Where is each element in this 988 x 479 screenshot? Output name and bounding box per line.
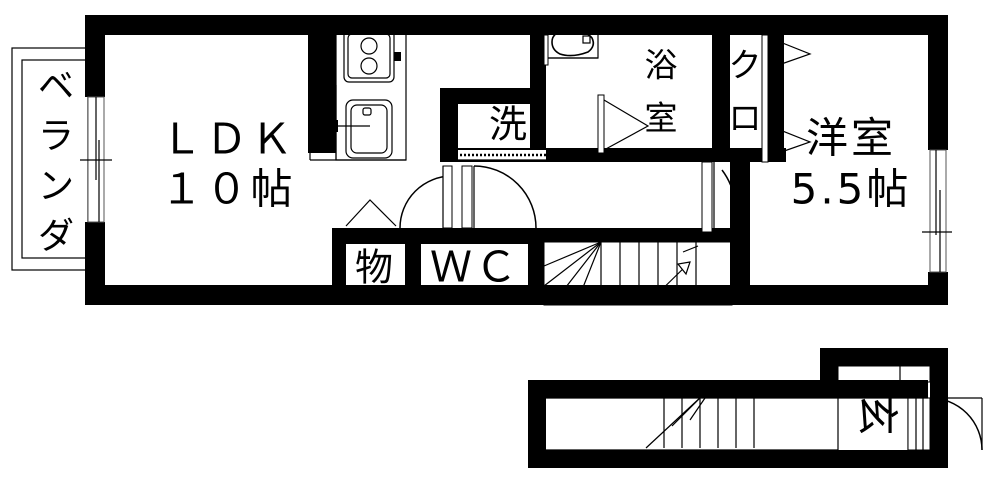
stairs-lower-icon <box>546 395 928 451</box>
veranda-sliding-door <box>80 96 112 223</box>
washroom-label: 洗 <box>489 103 529 147</box>
ldk-entry-door <box>461 165 537 229</box>
bathroom-label-1: 浴 <box>645 46 678 85</box>
bathtub-icon <box>543 27 599 66</box>
washroom-sliding-door <box>458 150 600 161</box>
kitchen-counter-wall <box>308 35 336 153</box>
lower-floor-walls <box>528 348 948 468</box>
western-room-door <box>701 161 737 237</box>
kitchen-cabinet-outline <box>309 29 407 161</box>
bathroom-walls <box>600 35 730 162</box>
entrance-door-icon <box>907 397 983 451</box>
veranda-label: ベ ラ ン ダ <box>38 66 74 257</box>
veranda-char-1: ラ <box>38 116 74 157</box>
western-room-window <box>922 149 952 273</box>
genkan-label: 玄 <box>853 393 902 438</box>
genkan-label-text: 玄 <box>853 393 902 438</box>
closet-label-1: ク <box>729 46 762 85</box>
veranda-char-3: ダ <box>38 216 74 257</box>
closet-label-2: ロ <box>729 99 762 138</box>
storage-door <box>345 199 400 233</box>
toilet-label: ＷＣ <box>430 243 520 292</box>
veranda-char-2: ン <box>38 166 74 207</box>
bathroom-label-2: 室 <box>645 99 678 138</box>
storage-label: 物 <box>355 246 395 290</box>
corridor-door-left <box>399 165 453 229</box>
stairs-up-icon <box>543 241 733 306</box>
ldk-size-label: １０帖 <box>160 165 295 214</box>
ldk-label: ＬＤＫ <box>160 115 295 164</box>
corridor-walls <box>332 162 750 305</box>
western-room-label: 洋室 <box>806 114 896 163</box>
closet-folding-doors <box>761 34 812 163</box>
veranda-char-0: ベ <box>38 66 74 107</box>
bathroom-door <box>597 94 650 154</box>
western-room-size-label: 5.5帖 <box>791 165 912 214</box>
